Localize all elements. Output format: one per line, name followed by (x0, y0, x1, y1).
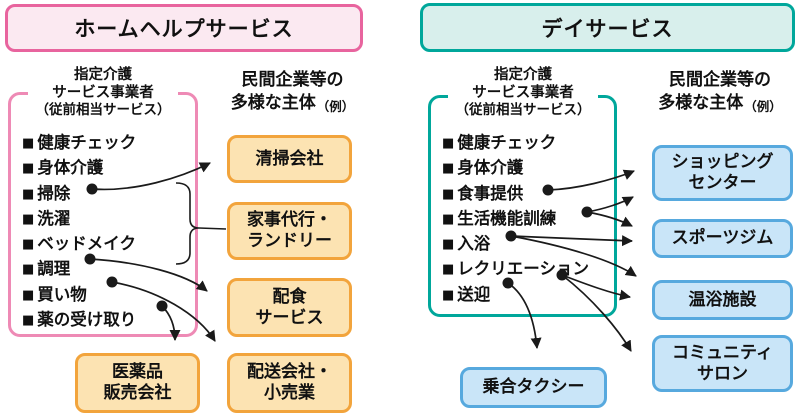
company-box-shared-taxi: 乗合タクシー (460, 367, 607, 408)
bullet-icon: ■ (22, 161, 35, 177)
company-box-community-salon: コミュニティ サロン (652, 335, 793, 392)
provider-header-line2: サービス事業者 (472, 84, 574, 101)
service-item-medicine-pickup: ■薬の受け取り (22, 310, 137, 330)
provider-header-line3: （従前相当サービス） (35, 102, 171, 118)
company-box-pharmacy: 医薬品 販売会社 (75, 353, 200, 413)
provider-header-line1: 指定介護 (494, 67, 552, 83)
company-box-housework-agency-laundry: 家事代行・ ランドリー (227, 202, 352, 260)
bullet-icon: ■ (22, 287, 35, 303)
day-service-title-banner: デイサービス (420, 3, 795, 52)
service-item-function-training: ■生活機能訓練 (442, 208, 557, 228)
service-item-cleaning: ■掃除 (22, 183, 71, 203)
bullet-icon: ■ (22, 237, 35, 253)
private-header-line2: 多様な主体（例） (658, 93, 782, 114)
home-help-title: ホームヘルプサービス (74, 17, 294, 41)
bullet-icon: ■ (442, 186, 455, 202)
service-item-laundry: ■洗濯 (22, 208, 71, 228)
day-service-private-header: 民間企業等の 多様な主体（例） (645, 69, 795, 115)
bullet-icon: ■ (442, 211, 455, 227)
service-item-shopping: ■買い物 (22, 284, 87, 304)
provider-header-line1: 指定介護 (74, 67, 132, 83)
home-help-title-banner: ホームヘルプサービス (5, 4, 363, 52)
bullet-icon: ■ (22, 186, 35, 202)
bullet-icon: ■ (22, 211, 35, 227)
day-service-title: デイサービス (541, 16, 674, 41)
service-item-physical-care: ■身体介護 (442, 158, 524, 178)
service-item-cooking: ■調理 (22, 259, 71, 279)
example-label: （例） (744, 99, 782, 114)
bullet-icon: ■ (22, 313, 35, 329)
day-service-provider-header: 指定介護 サービス事業者 （従前相当サービス） (448, 66, 598, 121)
bullet-icon: ■ (22, 136, 35, 151)
example-label: （例） (316, 99, 355, 114)
brace-connector-line (198, 227, 227, 230)
service-item-physical-care: ■身体介護 (22, 158, 104, 178)
home-help-provider-header: 指定介護 サービス事業者 （従前相当サービス） (28, 66, 178, 121)
provider-header-line2: サービス事業者 (52, 84, 154, 101)
private-header-line1: 民間企業等の (669, 70, 771, 90)
day-service-service-list: ■健康チェック ■身体介護 ■食事提供 ■生活機能訓練 ■入浴 ■レクリエーショ… (442, 131, 589, 308)
company-box-cleaning-company: 清掃会社 (227, 135, 352, 183)
company-box-delivery-retail: 配送会社・ 小売業 (227, 353, 352, 413)
private-header-line2: 多様な主体（例） (230, 93, 355, 114)
company-box-bathing-facility: 温浴施設 (652, 280, 793, 320)
company-box-shopping-center: ショッピング センター (652, 145, 793, 201)
service-item-bathing: ■入浴 (442, 234, 491, 254)
service-item-transport: ■送迎 (442, 284, 491, 304)
bullet-icon: ■ (22, 262, 35, 278)
service-item-health-check: ■健康チェック (22, 133, 137, 152)
home-help-service-list: ■健康チェック ■身体介護 ■掃除 ■洗濯 ■ベッドメイク ■調理 ■買い物 ■… (22, 131, 136, 333)
service-item-meal-provision: ■食事提供 (442, 183, 524, 203)
service-item-recreation: ■レクリエーション (442, 259, 589, 279)
bullet-icon: ■ (442, 136, 455, 151)
service-item-bed-making: ■ベッドメイク (22, 234, 136, 254)
bullet-icon: ■ (442, 287, 455, 303)
home-help-private-header: 民間企業等の 多様な主体（例） (225, 69, 360, 115)
bullet-icon: ■ (442, 161, 455, 177)
service-item-health-check: ■健康チェック (442, 133, 557, 152)
company-box-sports-gym: スポーツジム (652, 219, 793, 258)
company-box-meal-delivery: 配食 サービス (227, 278, 352, 337)
bullet-icon: ■ (442, 237, 455, 253)
provider-header-line3: （従前相当サービス） (455, 102, 591, 118)
bullet-icon: ■ (442, 262, 455, 278)
private-header-line1: 民間企業等の (241, 70, 344, 90)
